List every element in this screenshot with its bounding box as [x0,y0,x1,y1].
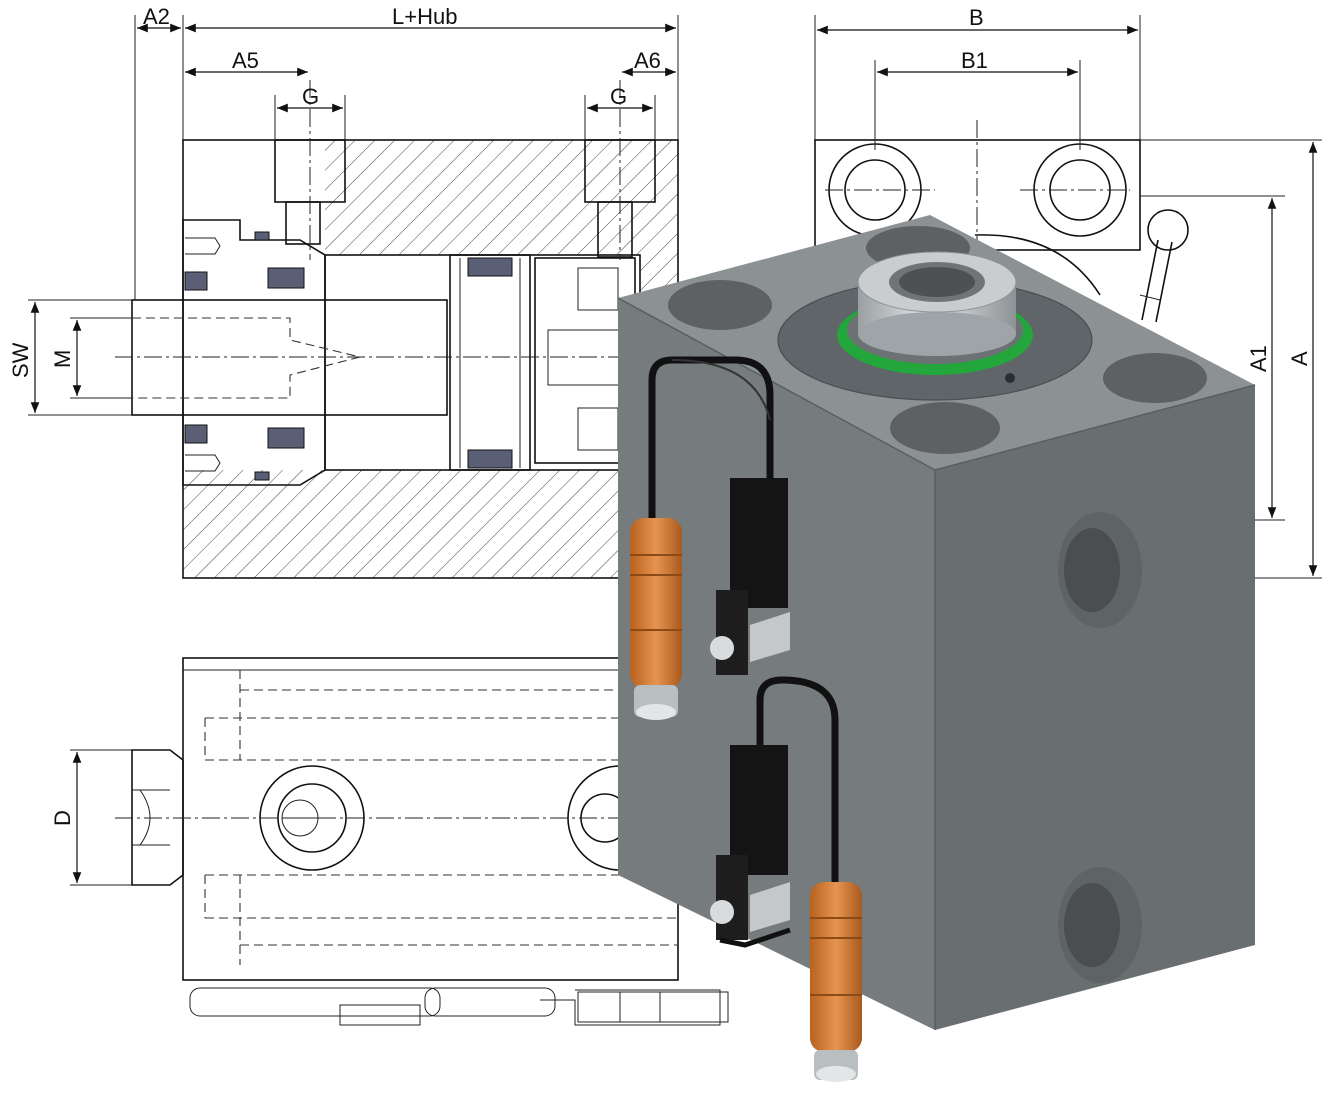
hydraulic-block-cylinder-render [617,215,1256,1082]
label-m: M [50,350,75,368]
m8-connector-icon [630,518,682,720]
section-body-hatch [183,140,678,578]
section-view [115,80,679,579]
position-sensor-icon [648,356,790,675]
piston [449,254,531,471]
label-sw: SW [8,342,33,378]
label-a: A [1287,351,1312,366]
label-b: B [969,5,984,30]
m8-connector-icon-lower [810,882,862,1082]
label-a1: A1 [1246,345,1271,372]
block-right-face [935,385,1255,1030]
label-a2: A2 [143,4,170,29]
block-front-face [618,298,935,1030]
cylinder-bore [324,254,641,471]
label-g-left: G [302,84,319,109]
label-a5: A5 [232,48,259,73]
label-b1: B1 [961,48,988,73]
label-l-hub: L+Hub [392,4,457,29]
label-a6: A6 [634,48,661,73]
dimensions: A2 L+Hub A5 A6 G G B B1 SW M D A1 A [8,4,1322,886]
label-d: D [50,810,75,826]
bottom-view [115,657,729,1026]
position-sensor-icon-lower [710,676,839,948]
label-g-right: G [610,84,627,109]
